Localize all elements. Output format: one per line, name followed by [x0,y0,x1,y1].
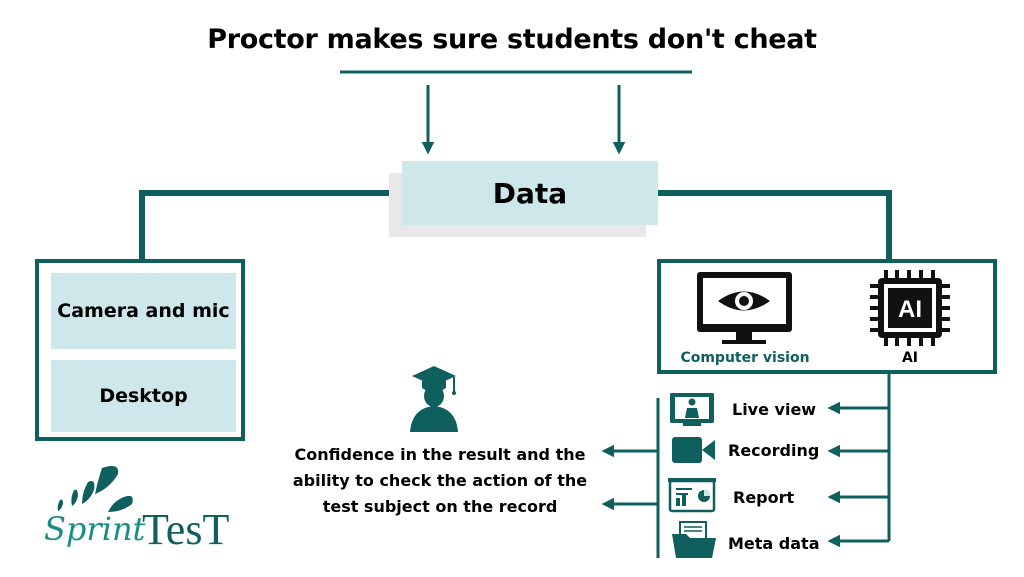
data-node: Data [402,161,658,225]
result-line-1: Confidence in the result and the [294,445,586,464]
sprinttest-logo: Sprint TesT [40,460,260,570]
ai-chip-icon: AI [870,270,950,346]
logo-word-sprint: Sprint [44,510,146,548]
processing-frame [657,259,997,374]
inputs-frame [35,259,245,441]
video-camera-icon [672,437,715,463]
ai-label: AI [901,350,919,366]
input-desktop: Desktop [51,360,236,432]
computer-vision-label: Computer vision [680,350,810,366]
logo-splash-icon [57,466,133,512]
report-chart-icon [668,478,716,513]
result-text: Confidence in the result and the ability… [280,442,600,520]
live-view-icon [670,393,714,426]
folder-document-icon [672,521,716,558]
diagram-title: Proctor makes sure students don't cheat [207,24,817,55]
svg-text:AI: AI [898,296,922,323]
output-meta-data: Meta data [728,534,820,553]
connector-data-to-processing [658,190,892,259]
connector-data-to-inputs [139,190,402,259]
output-live-view: Live view [732,400,817,419]
result-line-2: ability to check the action of the [292,471,588,490]
graduate-icon [410,366,458,432]
result-line-3: test subject on the record [322,497,558,516]
output-report: Report [733,488,795,507]
output-recording: Recording [728,441,820,460]
monitor-eye-icon [697,272,792,344]
logo-word-test: TesT [142,505,230,554]
input-camera-and-mic: Camera and mic [51,273,236,349]
